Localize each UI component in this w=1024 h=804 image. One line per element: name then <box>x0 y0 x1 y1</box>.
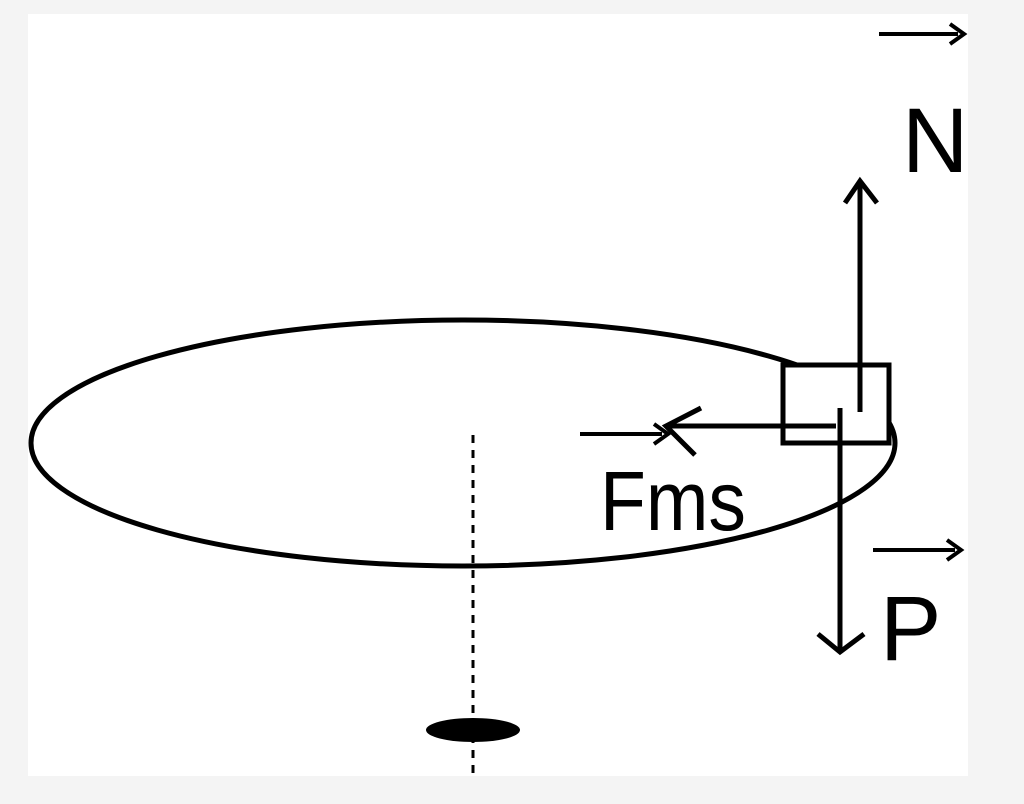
normal-force-label: N <box>902 90 968 192</box>
vector-mark-fms <box>580 422 672 446</box>
turntable-disc <box>28 317 898 569</box>
vector-mark-n <box>879 22 968 46</box>
vector-mark-p <box>873 538 965 562</box>
friction-label: Fms <box>600 454 746 548</box>
weight-arrow <box>816 408 866 656</box>
weight-label: P <box>880 578 941 680</box>
object-block <box>780 362 892 446</box>
friction-arrow <box>661 405 836 457</box>
axis-pivot <box>426 718 520 742</box>
normal-force-arrow <box>842 176 879 412</box>
